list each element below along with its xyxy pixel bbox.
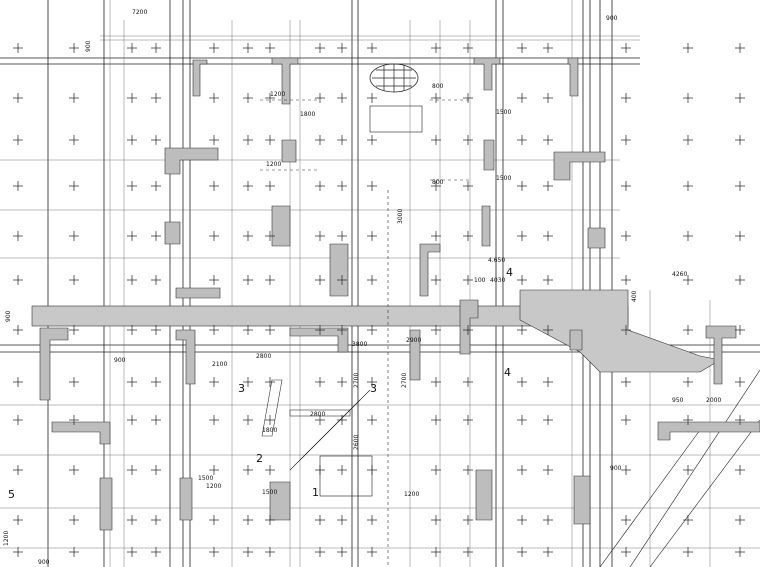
dim-lower-14: 2600: [353, 435, 360, 450]
dim-lower-12: 1200: [206, 483, 221, 490]
zone-3-left: 3: [238, 382, 245, 395]
dim-right-5: 900: [610, 465, 622, 472]
zone-4-upper: 4: [506, 266, 513, 279]
dim-right-2: 400: [631, 290, 638, 302]
dim-lower-5: 2100: [212, 361, 227, 368]
dim-right-1: 4260: [672, 271, 687, 278]
dim-upper-10: 4030: [490, 277, 505, 284]
diagonal-lines: [289, 369, 760, 567]
dim-span-left: 7200: [132, 9, 147, 16]
dim-right-4: 2000: [706, 397, 721, 404]
beam-bands: [31, 289, 721, 373]
dim-left-2: 1200: [3, 531, 10, 546]
dim-lower-8: 2800: [310, 411, 325, 418]
dashed-lines: [260, 99, 470, 567]
dim-upper-1: 1200: [270, 91, 285, 98]
dimension-texts: 7200 900 900 1200 1800 1200 800 1500 800…: [3, 9, 721, 566]
walls-columns: [39, 57, 760, 531]
dim-lower-10: 1200: [404, 491, 419, 498]
zone-5: 5: [8, 488, 15, 501]
dim-upper-7: 1500: [496, 175, 511, 182]
zone-1: 1: [312, 486, 319, 499]
dim-lower-11: 1500: [262, 489, 277, 496]
dim-upper-6: 800: [432, 179, 444, 186]
dim-upper-9: 100: [474, 277, 486, 284]
zone-2: 2: [256, 452, 263, 465]
zone-numbers: 1 2 3 3 4 4 5: [8, 266, 513, 501]
dim-lower-13: 3800: [352, 341, 367, 348]
annotation-boxes: [319, 105, 423, 497]
dim-upper-2: 1800: [300, 111, 315, 118]
dim-left-1: 900: [5, 310, 12, 322]
dim-left-3: 900: [38, 559, 50, 566]
dim-upper-3: 1200: [266, 161, 281, 168]
dim-lower-1: 900: [114, 357, 126, 364]
dim-lower-7: 1800: [262, 427, 277, 434]
dim-offset-right: 900: [606, 15, 618, 22]
zone-4-lower: 4: [504, 366, 511, 379]
zone-3-right: 3: [370, 382, 377, 395]
dim-lower-4: 2700: [353, 373, 360, 388]
dim-upper-5: 1500: [496, 109, 511, 116]
opening-symbol: [369, 63, 419, 93]
dim-lower-6: 2900: [406, 337, 421, 344]
dim-lower-3: 2800: [256, 353, 271, 360]
dim-offset-left: 900: [85, 40, 92, 52]
dim-lower-2: 1500: [198, 475, 213, 482]
dim-right-3: 950: [672, 397, 684, 404]
dim-upper-4: 800: [432, 83, 444, 90]
cross-markers: [13, 43, 745, 557]
dim-upper-8: 3000: [397, 209, 404, 224]
dim-lower-9: 2700: [401, 373, 408, 388]
level-mark: 4.650: [488, 257, 505, 264]
